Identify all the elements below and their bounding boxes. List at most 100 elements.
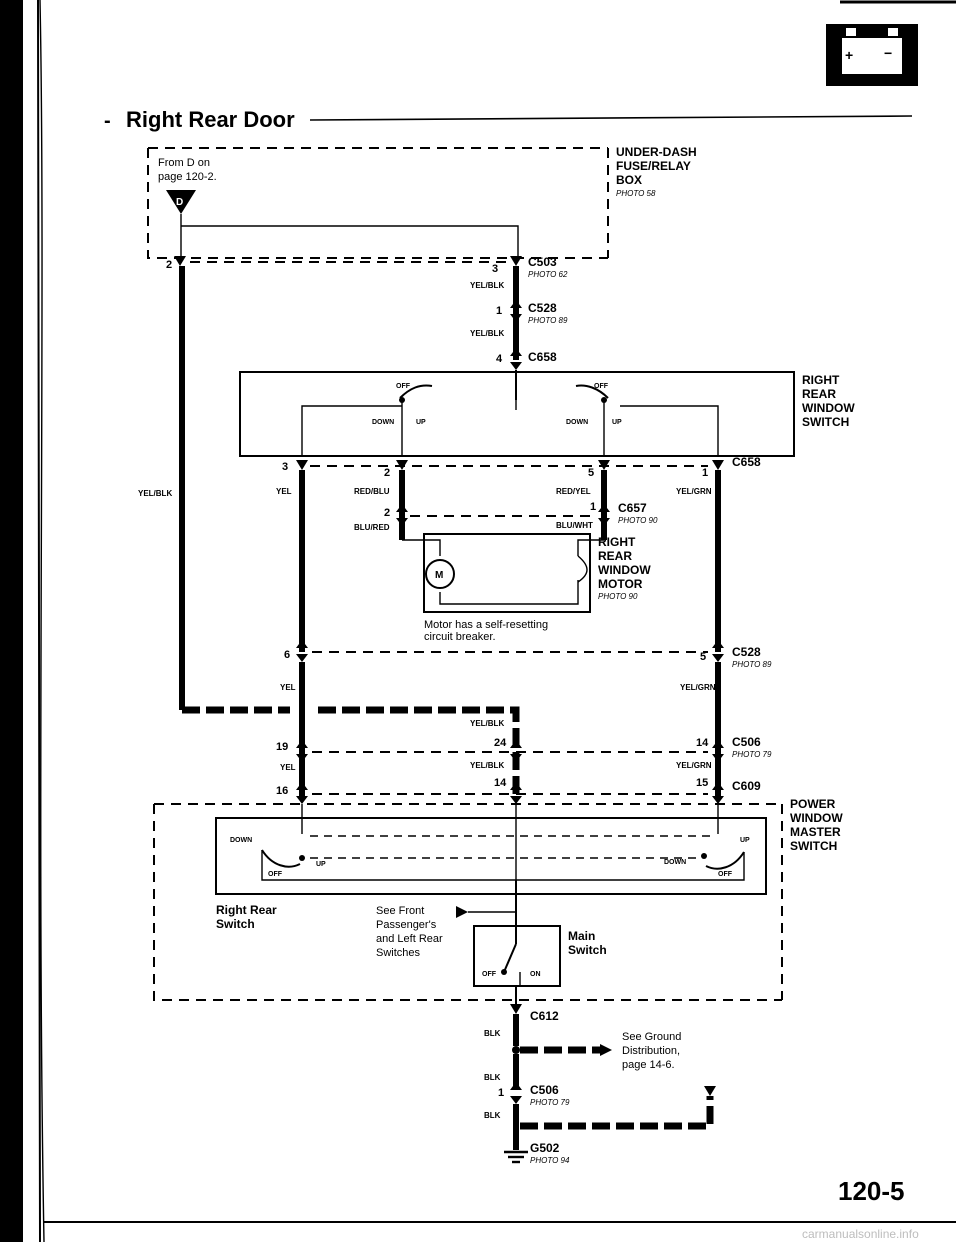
master-rr-down-right: DOWN xyxy=(664,859,686,866)
yel-blk-crossover-2 xyxy=(318,706,520,796)
c503-pin: 3 xyxy=(492,263,498,275)
rr-switch-name-4: SWITCH xyxy=(802,415,849,429)
yel-label-3: YEL xyxy=(280,763,296,772)
c503-arrow-left xyxy=(174,256,186,266)
c528-mid-pin-6: 6 xyxy=(284,649,290,661)
c506-pin-24: 24 xyxy=(494,737,507,749)
rr-switch-down-left: DOWN xyxy=(372,419,394,426)
main-switch-name-1: Main xyxy=(568,929,595,943)
master-see-2: Passenger's xyxy=(376,919,437,931)
blk-label-2: BLK xyxy=(484,1073,501,1082)
ground-dist-arrow xyxy=(600,1044,612,1056)
c528-mid-label: C528 xyxy=(732,645,761,659)
master-name-4: SWITCH xyxy=(790,839,837,853)
c658-top-label: C658 xyxy=(528,350,557,364)
blk-label-3: BLK xyxy=(484,1111,501,1120)
c612-arrow xyxy=(510,1004,522,1014)
motor-name-1: RIGHT xyxy=(598,535,636,549)
master-rr-switch-box xyxy=(215,817,767,895)
c528-mid-pin-5: 5 xyxy=(700,651,706,663)
rr-switch-bus xyxy=(301,405,719,456)
c658-pin-5: 5 xyxy=(588,467,594,479)
c506-pin-14: 14 xyxy=(696,737,709,749)
blu-wht-label: BLU/WHT xyxy=(556,521,593,530)
c503-label: C503 xyxy=(528,255,557,269)
fuse-internal-wire xyxy=(180,214,519,258)
c609-pin-15: 15 xyxy=(696,777,708,789)
left-splice-pin: 2 xyxy=(166,259,172,271)
page-number: 120-5 xyxy=(838,1176,905,1206)
yel-blk-label-3: YEL/BLK xyxy=(470,719,504,728)
blk-label-1: BLK xyxy=(484,1029,501,1038)
motor-symbol-icon xyxy=(425,559,455,589)
c658-pin-3: 3 xyxy=(282,461,288,473)
master-switch-outline xyxy=(153,803,783,1001)
c658-bottom-label: C658 xyxy=(732,455,761,469)
c657-pin-2: 2 xyxy=(384,507,390,519)
master-rr-switch-wires xyxy=(301,804,719,880)
motor-name-2: REAR xyxy=(598,549,632,563)
master-rr-pivot-left xyxy=(299,855,305,861)
c609-pin-14: 14 xyxy=(494,777,507,789)
yel-grn-label-2: YEL/GRN xyxy=(680,683,716,692)
c506-bottom-photo: PHOTO 79 xyxy=(530,1098,570,1107)
master-sub-2: Switch xyxy=(216,917,255,931)
motor-breaker xyxy=(577,555,588,583)
master-name-2: WINDOW xyxy=(790,811,843,825)
fuse-box-photo: PHOTO 58 xyxy=(616,189,656,198)
c658-bottom-arrows xyxy=(296,460,724,470)
rr-switch-lever-right xyxy=(575,384,609,399)
c609-label: C609 xyxy=(732,779,761,793)
master-name-1: POWER xyxy=(790,797,836,811)
red-yel-label: RED/YEL xyxy=(556,487,591,496)
ground-return xyxy=(520,1096,714,1130)
rr-switch-down-right: DOWN xyxy=(566,419,588,426)
main-switch-lever xyxy=(503,930,517,973)
master-rr-lever-left xyxy=(261,849,301,868)
c609-pin-16: 16 xyxy=(276,785,288,797)
c506-bottom-label: C506 xyxy=(530,1083,559,1097)
master-rr-up-left: UP xyxy=(316,861,326,868)
g502-label: G502 xyxy=(530,1141,560,1155)
fuse-box-outline xyxy=(147,147,609,259)
ground-g502-icon xyxy=(504,1150,528,1164)
rr-switch-lever-left xyxy=(399,384,433,399)
rr-switch-pivot-left xyxy=(399,397,405,403)
rr-switch-off-left: OFF xyxy=(396,383,411,390)
c528-top-arrow xyxy=(510,300,522,322)
c506-mid-photo: PHOTO 79 xyxy=(732,750,772,759)
motor-name-3: WINDOW xyxy=(598,563,651,577)
master-rr-down-left: DOWN xyxy=(230,837,252,844)
red-blu-label: RED/BLU xyxy=(354,487,390,496)
svg-text:−: − xyxy=(884,45,892,61)
svg-text:D: D xyxy=(176,197,183,208)
master-rr-pivot-right xyxy=(701,853,707,859)
rr-switch-name-1: RIGHT xyxy=(802,373,840,387)
c528-top-label: C528 xyxy=(528,301,557,315)
main-switch-on: ON xyxy=(530,971,541,978)
fuse-box-name-3: BOX xyxy=(616,173,642,187)
motor-name-4: MOTOR xyxy=(598,577,643,591)
fuse-from-note-2: page 120-2. xyxy=(158,171,217,183)
page-edge-curve xyxy=(39,0,45,1243)
yel-label-1: YEL xyxy=(276,487,292,496)
master-sub-1: Right Rear xyxy=(216,903,277,917)
motor-note-2: circuit breaker. xyxy=(424,631,496,643)
c658-top-pin: 4 xyxy=(496,353,503,365)
ground-see-2: Distribution, xyxy=(622,1045,680,1057)
c612-label: C612 xyxy=(530,1009,559,1023)
fuse-box-name-2: FUSE/RELAY xyxy=(616,159,691,173)
motor-wiring xyxy=(402,539,604,605)
master-rr-frame xyxy=(261,850,745,881)
page-edge-left xyxy=(0,0,41,1243)
rr-switch-contacts xyxy=(401,400,605,456)
main-switch-off: OFF xyxy=(482,971,497,978)
c657-pin-1: 1 xyxy=(590,501,596,513)
fuse-from-note-1: From D on xyxy=(158,157,210,169)
c503-arrow-right xyxy=(510,256,522,266)
c506-mid-label: C506 xyxy=(732,735,761,749)
rr-switch-up-right: UP xyxy=(612,419,622,426)
yel-blk-label-1: YEL/BLK xyxy=(470,281,504,290)
